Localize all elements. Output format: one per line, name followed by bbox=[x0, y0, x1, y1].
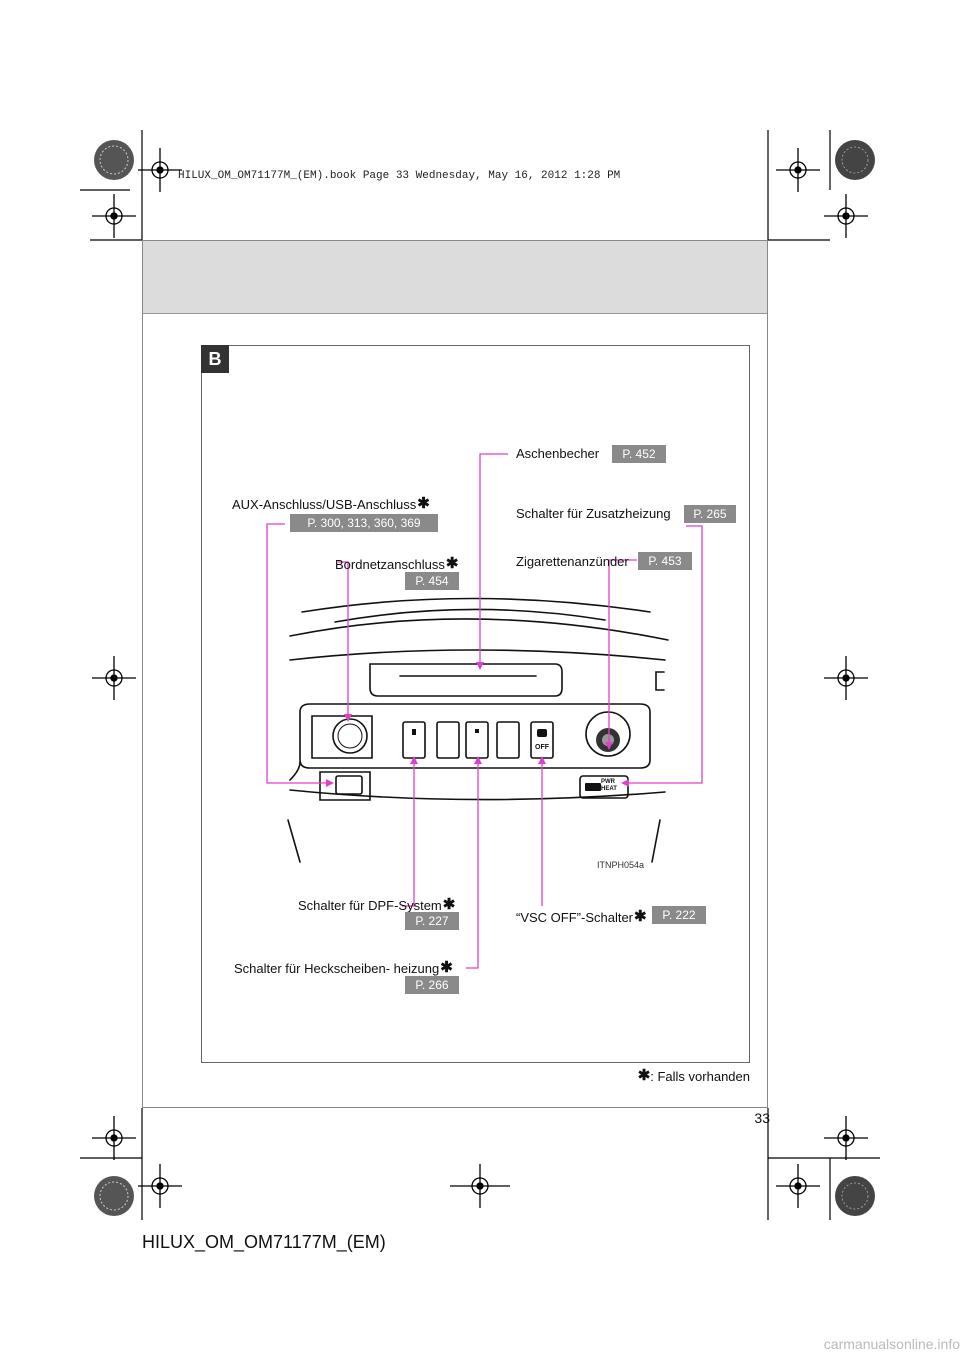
optional-marker: ✱ bbox=[440, 959, 453, 976]
ref-zigarette: P. 453 bbox=[638, 552, 692, 570]
footer-document-code: HILUX_OM_OM71177M_(EM) bbox=[142, 1232, 386, 1252]
print-info-line: HILUX_OM_OM71177M_(EM).book Page 33 Wedn… bbox=[178, 170, 621, 182]
label-aschenbecher: Aschenbecher bbox=[516, 446, 600, 461]
ref-aux: P. 300, 313, 360, 369 bbox=[290, 514, 438, 532]
label-aux-text: AUX-Anschluss/USB-Anschluss bbox=[232, 497, 417, 512]
label-dpf-text: Schalter für DPF-System bbox=[298, 898, 442, 913]
image-code: ITNPH054a bbox=[597, 860, 645, 870]
optional-marker: ✱ bbox=[417, 495, 430, 512]
header-band bbox=[143, 241, 767, 314]
label-bordnetz: Bordnetzanschluss✱ bbox=[335, 554, 458, 572]
label-vsc: “VSC OFF”-Schalter✱ bbox=[516, 907, 647, 925]
pwr-text: PWR bbox=[601, 779, 615, 785]
label-heckscheibe-text: Schalter für Heckscheiben- heizung bbox=[234, 961, 440, 976]
vsc-off-switch-text: OFF bbox=[535, 744, 549, 751]
section-letter-badge: B bbox=[201, 345, 229, 373]
page-frame bbox=[142, 240, 768, 1108]
label-dpf: Schalter für DPF-System✱ bbox=[298, 895, 455, 913]
optional-marker: ✱ bbox=[442, 896, 456, 913]
optional-marker: ✱ bbox=[445, 555, 459, 572]
footnote-text: : Falls vorhanden bbox=[650, 1069, 750, 1084]
ref-vsc: P. 222 bbox=[652, 906, 706, 924]
label-aux: AUX-Anschluss/USB-Anschluss✱ bbox=[232, 494, 430, 512]
heat-text: HEAT bbox=[601, 786, 617, 792]
label-zusatzheizung: Schalter für Zusatzheizung bbox=[516, 506, 671, 521]
footnote: ✱: Falls vorhanden bbox=[600, 1066, 750, 1084]
label-vsc-text: “VSC OFF”-Schalter bbox=[516, 910, 634, 925]
ref-dpf: P. 227 bbox=[405, 912, 459, 930]
label-bordnetz-text: Bordnetzanschluss bbox=[335, 557, 445, 572]
label-zigarette: Zigarettenanzünder bbox=[516, 554, 629, 569]
ref-aschenbecher: P. 452 bbox=[612, 445, 666, 463]
label-heckscheibe: Schalter für Heckscheiben- heizung✱ bbox=[234, 958, 453, 976]
optional-marker: ✱ bbox=[634, 908, 647, 925]
page-number: 33 bbox=[754, 1110, 770, 1126]
ref-heckscheibe: P. 266 bbox=[405, 976, 459, 994]
diagram-box bbox=[201, 345, 750, 1063]
optional-marker: ✱ bbox=[637, 1067, 651, 1084]
watermark: carmanualsonline.info bbox=[823, 1336, 960, 1352]
ref-bordnetz: P. 454 bbox=[405, 572, 459, 590]
ref-zusatzheizung: P. 265 bbox=[684, 505, 736, 523]
pwr-heat-switch-label: PWR HEAT bbox=[601, 779, 617, 793]
